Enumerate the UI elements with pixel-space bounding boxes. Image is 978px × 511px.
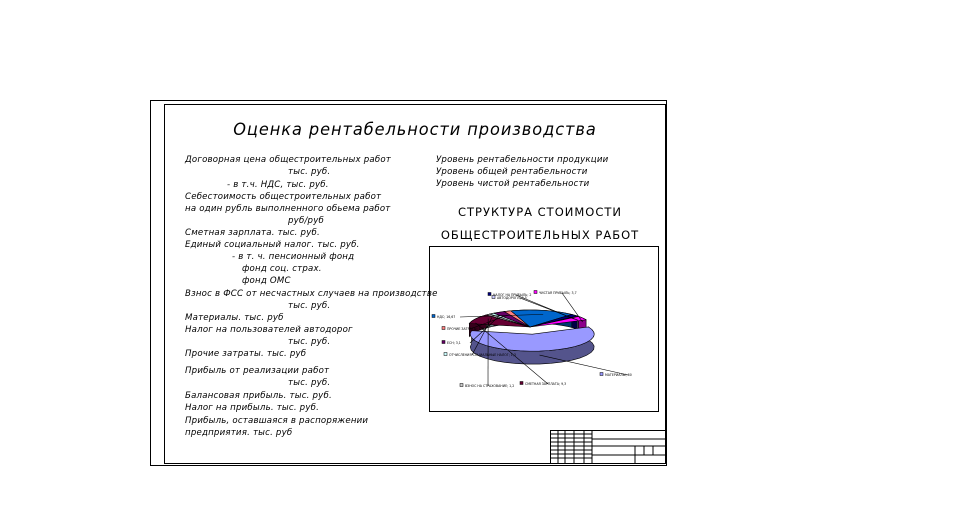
left-text-line: - в т. ч. пенсионный фонд	[232, 252, 355, 262]
pie-legend-swatch	[599, 372, 604, 376]
left-text-line: Договорная цена общестроительных работ	[185, 155, 391, 165]
pie-slice	[488, 312, 531, 328]
left-text-line: тыс. руб.	[288, 337, 331, 347]
left-text-line: тыс. руб.	[288, 378, 331, 388]
pie-data-label: НАЛОГ НА ПРИБЫЛЬ; 2	[493, 293, 531, 297]
pie-data-label: ЕСН; 3,1	[447, 341, 461, 345]
left-text-line: Единый социальный налог. тыс. руб.	[185, 240, 360, 250]
pie-legend-swatch	[533, 290, 538, 294]
pie-leader-line	[519, 297, 578, 321]
chart-title-line-2: ОБЩЕСТРОИТЕЛЬНЫХ РАБОТ	[440, 228, 640, 242]
left-text-line: - в т.ч. НДС, тыс. руб.	[227, 180, 329, 190]
pie-legend-swatch	[459, 383, 464, 387]
pie-leader-line	[469, 314, 508, 330]
pie-data-label: НДС; 16,67	[437, 315, 455, 319]
pie-leader-line	[539, 354, 629, 376]
pie-slice	[510, 309, 573, 328]
right-text-line: Уровень чистой рентабельности	[436, 179, 590, 189]
left-text-line: Прибыль, оставшаяся в распоряжении	[185, 416, 369, 426]
pie-data-label: АВТОДОРОГИ; 0,5	[497, 296, 527, 300]
pie-data-label: ПРОЧИЕ ЗАТРАТЫ; 1,8	[447, 327, 484, 331]
pie-leader-line	[475, 322, 549, 385]
left-text-line: Налог на прибыль. тыс. руб.	[185, 403, 320, 413]
left-text-line: предприятия. тыс. руб	[185, 428, 293, 438]
left-text-line: тыс. руб.	[288, 167, 331, 177]
left-text-line: Балансовая прибыль. тыс. руб.	[185, 391, 332, 401]
pie-data-label: ВЗНОС НА СТРАХОВАНИЕ; 1,2	[465, 384, 514, 388]
pie-data-label: ЧИСТАЯ ПРИБЫЛЬ; 3,7	[539, 291, 577, 295]
pie-leader-line	[459, 314, 544, 318]
left-text-line: тыс. руб.	[288, 301, 331, 311]
pie-leader-line	[469, 316, 500, 344]
drawing-outer-frame	[150, 100, 667, 466]
pie-data-label: МАТЕРИАЛЫ; 60	[605, 373, 632, 377]
pie-legend-swatch	[441, 340, 446, 344]
pie-slice	[529, 316, 588, 328]
pie-legend-swatch	[491, 295, 496, 299]
left-text-line: Прибыль от реализации работ	[185, 366, 330, 376]
left-text-line: фонд соц. страх.	[242, 264, 322, 274]
left-text-line: Налог на пользователей автодорог	[185, 325, 353, 335]
pie-chart-svg: МАТЕРИАЛЫ; 60 СМЕТНАЯ ЗАРПЛАТА; 9,3ВЗНОС …	[431, 290, 632, 388]
right-text-line: Уровень рентабельности продукции	[436, 155, 609, 165]
pie-leader-line	[471, 317, 493, 356]
left-text-line: на один рубль выполненного обьема работ	[185, 204, 391, 214]
pie-leader-line	[561, 292, 583, 323]
left-text-line: Материалы. тыс. руб	[185, 313, 284, 323]
left-text-line: фонд ОМС	[242, 276, 291, 286]
pie-slice	[529, 314, 579, 328]
pie-data-label: СМЕТНАЯ ЗАРПЛАТА; 9,3	[525, 382, 566, 386]
title-block-stamp	[550, 430, 666, 464]
pie-legend-swatch	[441, 326, 446, 330]
pie-data-label: ОТЧИСЛЕНИЯ СОЦИАЛЬНЫЕ НАЛОГ; 1,3	[449, 353, 516, 357]
pie-legend-swatch	[443, 352, 448, 356]
left-text-line: Прочие затраты. тыс. руб	[185, 349, 307, 359]
chart-title-line-1: СТРУКТУРА СТОИМОСТИ	[458, 205, 622, 219]
left-text-line: Взнос в ФСС от несчастных случаев на про…	[185, 289, 438, 299]
left-text-line: Себестоимость общестроительных работ	[185, 192, 382, 202]
left-text-line: руб/руб	[288, 216, 324, 226]
pie-legend-swatch	[431, 314, 436, 318]
pie-legend-swatch	[519, 381, 524, 385]
left-text-line: Сметная зарплата. тыс. руб.	[185, 228, 320, 238]
pie-slice	[503, 310, 531, 328]
pie-legend-swatch	[487, 292, 492, 296]
page-title: Оценка рентабельности производства	[233, 120, 597, 140]
drawing-inner-frame	[164, 104, 666, 464]
right-text-line: Уровень общей рентабельности	[436, 167, 588, 177]
